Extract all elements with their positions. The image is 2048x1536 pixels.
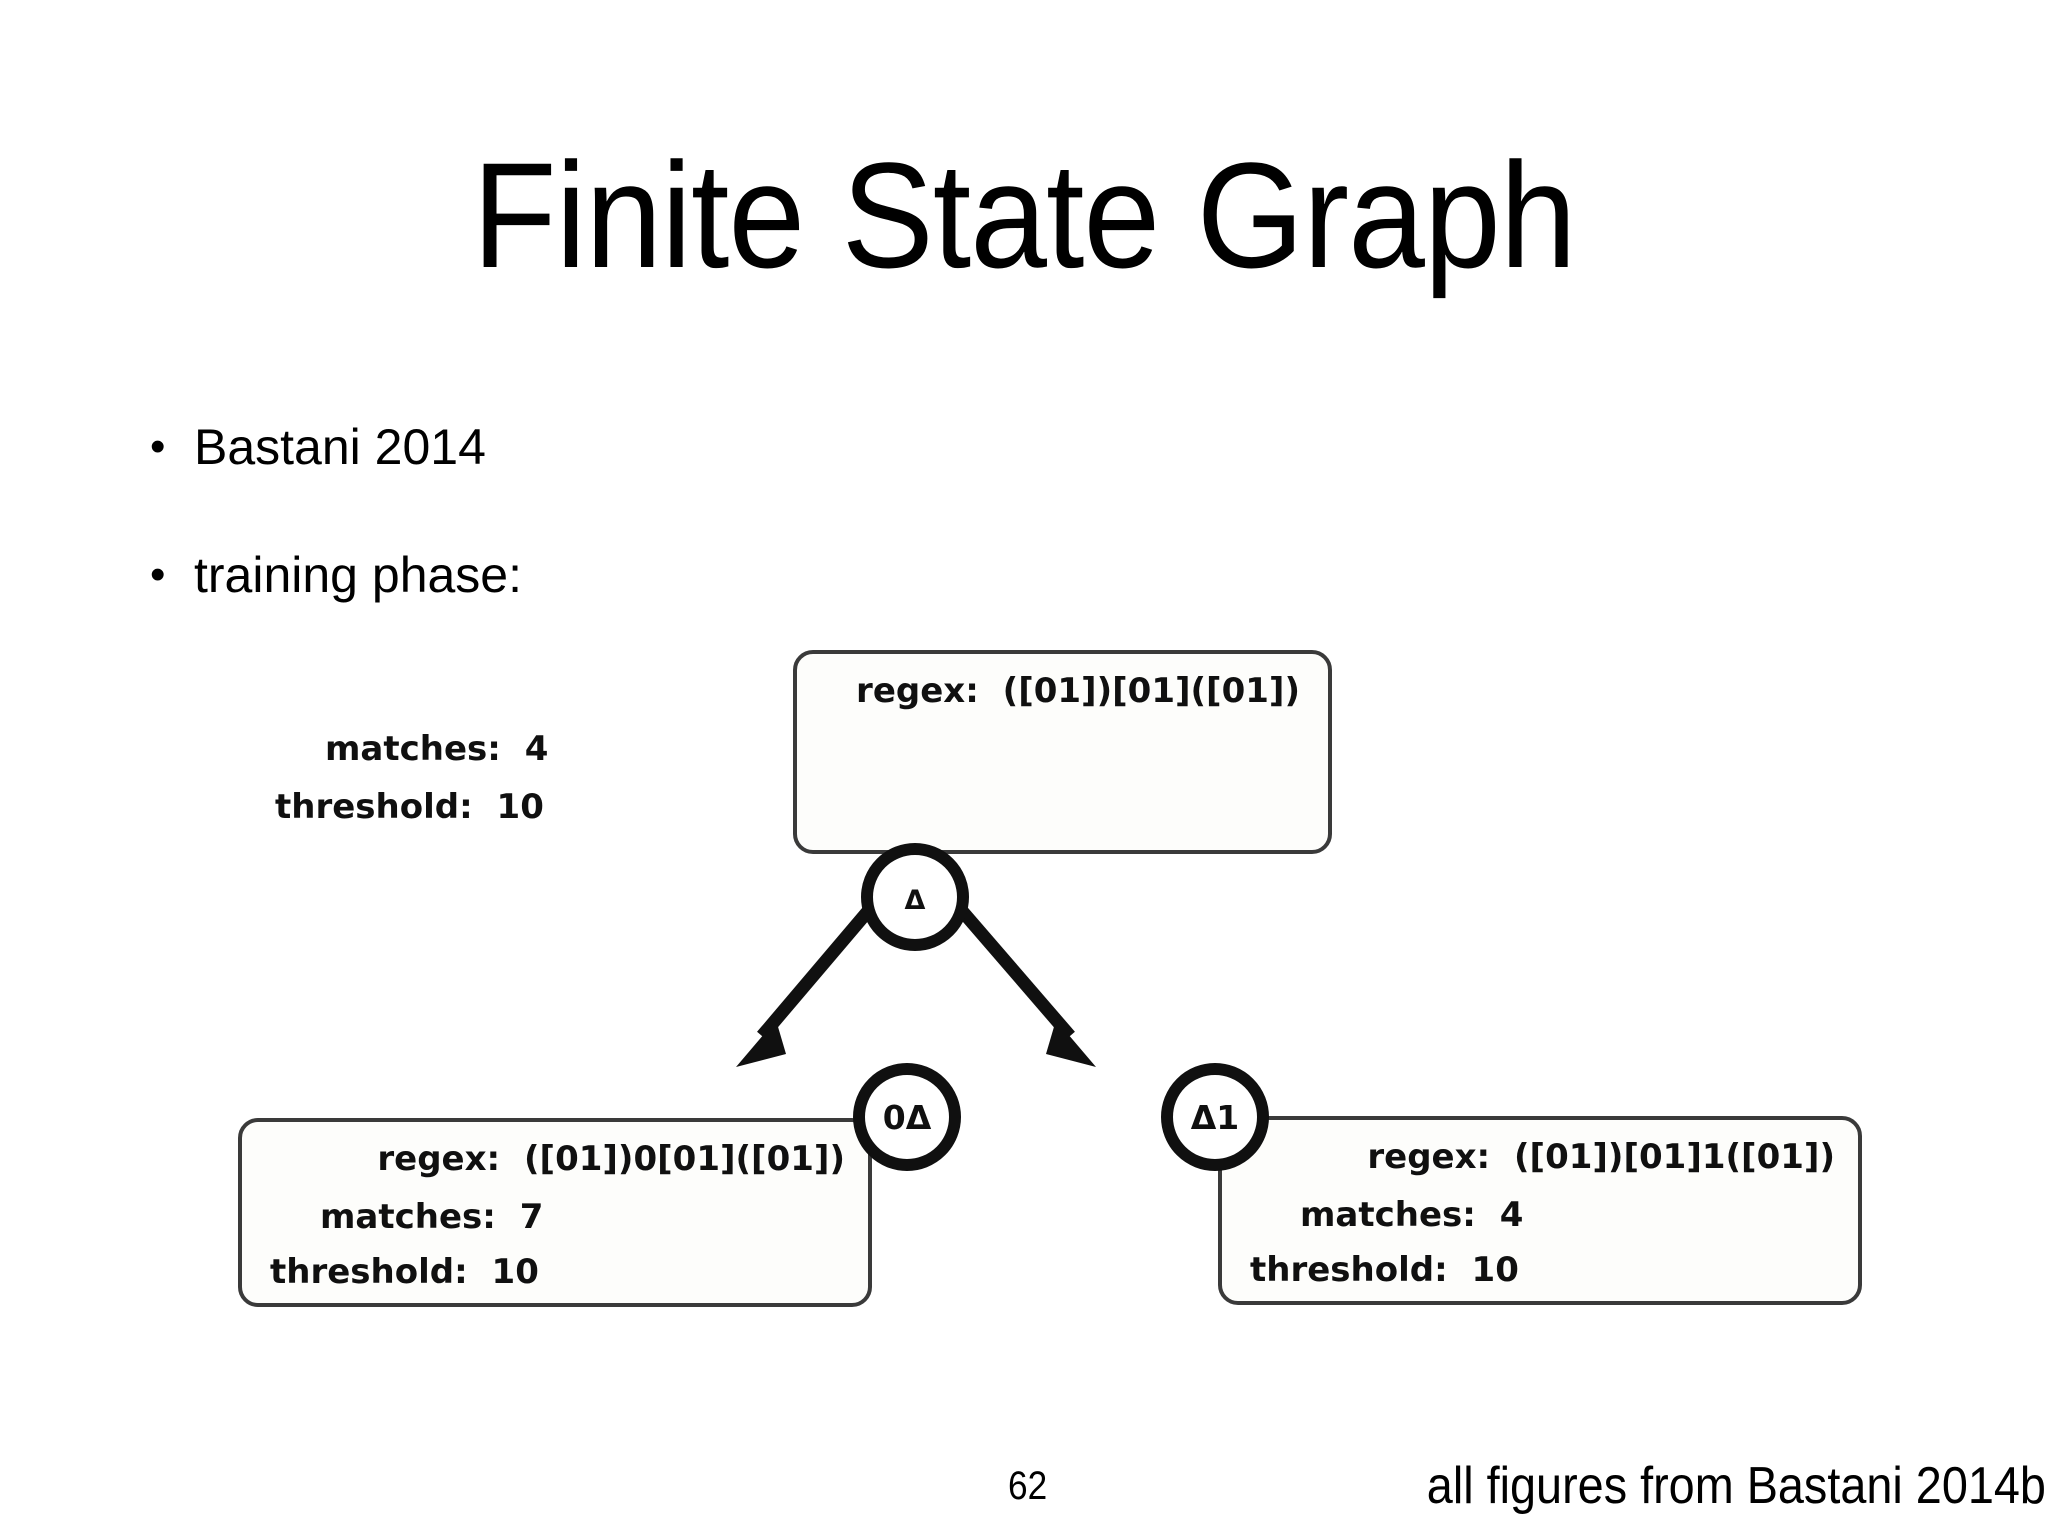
root-callout-threshold-value: 10 — [497, 787, 544, 827]
page-title: Finite State Graph — [472, 131, 1576, 299]
left-callout-matches-value: 7 — [520, 1197, 544, 1237]
svg-text:regex: ([01])0[01]([01: regex: ([01])0[01]([01]) — [377, 1139, 845, 1179]
svg-text:threshold: 10: threshold: 10 — [275, 787, 544, 827]
left-callout-threshold-key: threshold: — [270, 1252, 468, 1292]
bullet-marker-icon: • — [150, 550, 166, 599]
svg-text:matches: 4: matches: 4 — [325, 729, 548, 769]
left-callout-matches-key: matches: — [320, 1197, 496, 1237]
state-node-root-label: Δ — [905, 885, 926, 916]
figure-attribution: all figures from Bastani 2014b — [1426, 1457, 2046, 1515]
svg-text:threshold: 10: threshold: 10 — [1250, 1250, 1519, 1290]
state-node-root[interactable]: Δ — [861, 843, 969, 951]
svg-text:threshold: 10: threshold: 10 — [270, 1252, 539, 1292]
list-item: • Bastani 2014 — [150, 418, 1250, 476]
right-callout-matches-key: matches: — [1300, 1195, 1476, 1235]
svg-text:matches: 4: matches: 4 — [1300, 1195, 1523, 1235]
root-callout-regex-value: ([01])[01]([01]) — [1003, 671, 1300, 711]
edge-root-to-left-child — [736, 892, 885, 1067]
state-node-right-child-label: Δ1 — [1191, 1098, 1240, 1137]
root-callout-matches-key: matches: — [325, 729, 501, 769]
root-callout-matches-value: 4 — [525, 729, 549, 769]
page-number: 62 — [1008, 1464, 1048, 1508]
state-node-left-child[interactable]: 0Δ — [853, 1063, 961, 1171]
state-node-right-child[interactable]: Δ1 — [1161, 1063, 1269, 1171]
left-callout-regex-key: regex: — [377, 1139, 500, 1179]
svg-text:matches: 7: matches: 7 — [320, 1197, 543, 1237]
root-callout-regex-key: regex: — [856, 671, 979, 711]
left-callout-regex-value: ([01])0[01]([01]) — [524, 1139, 845, 1179]
svg-text:regex: ([01])[01]1([01: regex: ([01])[01]1([01]) — [1367, 1137, 1835, 1177]
finite-state-graph-figure: regex: ([01])[01]([01]) matches: 4 thres… — [238, 630, 1862, 1370]
left-callout: regex: ([01])0[01]([01]) matches: 7 thre… — [238, 1118, 872, 1307]
state-node-left-child-label: 0Δ — [883, 1098, 932, 1137]
right-callout-matches-value: 4 — [1500, 1195, 1524, 1235]
right-callout-threshold-key: threshold: — [1250, 1250, 1448, 1290]
bullet-label: training phase: — [194, 547, 523, 603]
right-callout-regex-value: ([01])[01]1([01]) — [1514, 1137, 1835, 1177]
root-callout-threshold-key: threshold: — [275, 787, 473, 827]
bullet-list: • Bastani 2014 • training phase: — [150, 418, 1250, 674]
right-callout-regex-key: regex: — [1367, 1137, 1490, 1177]
bullet-label: Bastani 2014 — [194, 419, 486, 475]
right-callout: regex: ([01])[01]1([01]) matches: 4 thre… — [1218, 1116, 1862, 1305]
left-callout-threshold-value: 10 — [492, 1252, 539, 1292]
root-callout: regex: ([01])[01]([01]) matches: 4 thres… — [275, 650, 1332, 854]
bullet-marker-icon: • — [150, 422, 166, 471]
right-callout-threshold-value: 10 — [1472, 1250, 1519, 1290]
svg-text:regex: ([01])[01]([01]: regex: ([01])[01]([01]) — [856, 671, 1300, 711]
edge-root-to-right-child — [945, 892, 1096, 1067]
list-item: • training phase: — [150, 546, 1250, 604]
